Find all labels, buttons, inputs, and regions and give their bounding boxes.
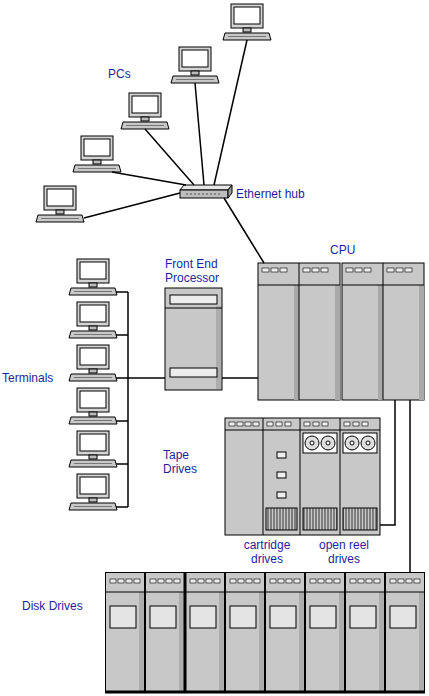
disk-cabinet xyxy=(225,573,265,692)
disk-cabinet xyxy=(265,573,305,692)
cable-connector xyxy=(145,129,194,185)
pc-icons xyxy=(36,4,271,222)
terminal-icon xyxy=(69,474,117,510)
disk-drive-art xyxy=(105,572,425,692)
node-label: PCs xyxy=(108,67,131,81)
pc-icon xyxy=(121,93,169,129)
node-label: CPU xyxy=(330,243,355,257)
cpu-art xyxy=(258,263,424,400)
disk-cabinet xyxy=(345,573,385,692)
cable-connector xyxy=(224,198,264,263)
front-end-processor: Front End Processor xyxy=(165,288,222,390)
cable-connector xyxy=(195,83,204,185)
node-label: Tape Drives xyxy=(163,448,207,476)
front-end-processor-art xyxy=(165,288,222,390)
hub-icon xyxy=(180,185,232,198)
node-label: open reel drives xyxy=(313,538,375,566)
ethernet-hub: Ethernet hub xyxy=(180,185,232,199)
terminal-icon xyxy=(69,431,117,467)
disk-cabinet xyxy=(305,573,345,692)
cpu-cabinet: CPU xyxy=(258,263,425,400)
terminal-bracket xyxy=(116,292,128,507)
terminal-icon xyxy=(69,388,117,424)
node-label: Disk Drives xyxy=(22,599,83,613)
terminal-icon xyxy=(69,345,117,381)
pc-icon xyxy=(171,47,219,83)
pc-icon xyxy=(36,186,84,222)
cable-connector xyxy=(409,400,411,572)
pc-icon xyxy=(73,136,121,172)
terminal-group: Terminals xyxy=(66,256,128,514)
node-label: Front End Processor xyxy=(165,257,235,285)
cable-connector xyxy=(214,40,247,185)
node-label: Terminals xyxy=(2,371,53,385)
disk-cabinet xyxy=(145,573,185,692)
terminal-icon xyxy=(69,259,117,295)
terminal-icon xyxy=(69,302,117,338)
tape-drive-unit: Tape Drivescartridge drivesopen reel dri… xyxy=(225,418,380,535)
disk-cabinet xyxy=(185,573,225,692)
node-label: Ethernet hub xyxy=(236,187,305,201)
node-label: cartridge drives xyxy=(237,538,297,566)
terminal-icons xyxy=(69,259,117,510)
cable-connector xyxy=(112,172,186,185)
cable-connector xyxy=(222,377,258,379)
pc-icon xyxy=(223,4,271,40)
cable-connector xyxy=(84,193,180,218)
cable-connector xyxy=(128,377,165,379)
disk-cabinet xyxy=(385,573,425,692)
disk-cabinet xyxy=(105,573,145,692)
tape-drive-art xyxy=(225,418,380,535)
disk-drive-bank: Disk Drives xyxy=(105,572,425,692)
cable-connector xyxy=(380,400,395,525)
